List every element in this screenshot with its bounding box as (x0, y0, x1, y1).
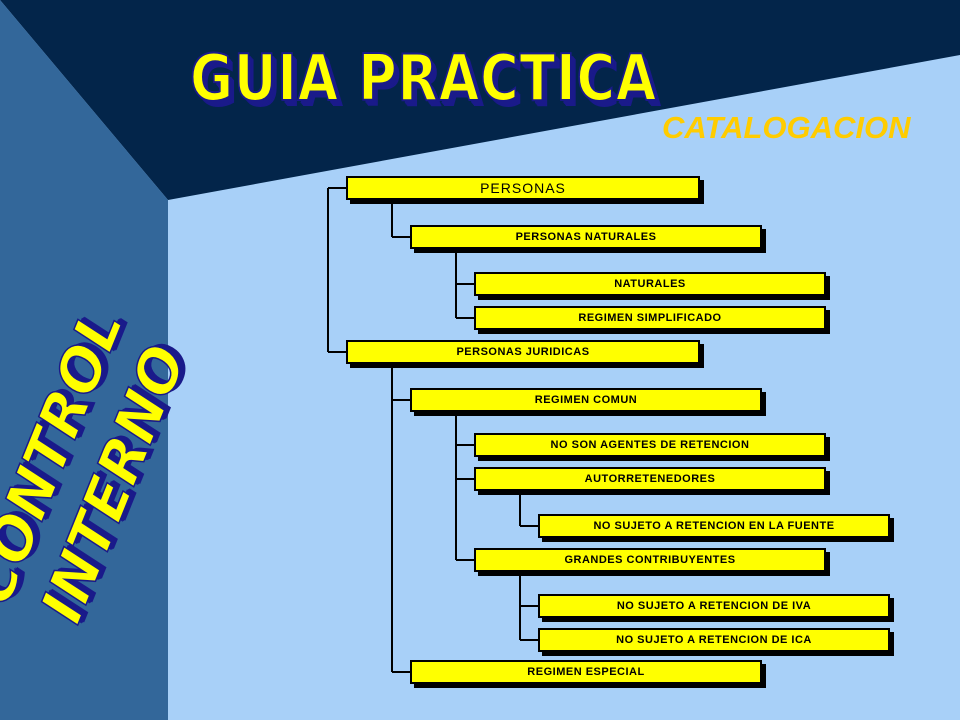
node-no-retencion-ica: NO SUJETO A RETENCION DE ICA (538, 628, 890, 652)
node-regimen-especial: REGIMEN ESPECIAL (410, 660, 762, 684)
main-title: GUIA PRACTICA (189, 41, 658, 117)
node-naturales: NATURALES (474, 272, 826, 296)
node-grandes-contribuyentes: GRANDES CONTRIBUYENTES (474, 548, 826, 572)
node-regimen-comun: REGIMEN COMUN (410, 388, 762, 412)
node-personas-juridicas: PERSONAS JURIDICAS (346, 340, 700, 364)
left-side-panel (0, 0, 168, 720)
node-personas: PERSONAS (346, 176, 700, 200)
node-regimen-simplificado: REGIMEN SIMPLIFICADO (474, 306, 826, 330)
node-no-retencion-iva: NO SUJETO A RETENCION DE IVA (538, 594, 890, 618)
subtitle: CATALOGACION (662, 110, 911, 145)
node-personas-naturales: PERSONAS NATURALES (410, 225, 762, 249)
node-no-agentes-retencion: NO SON AGENTES DE RETENCION (474, 433, 826, 457)
dark-header-band (0, 0, 960, 200)
node-autorretenedores: AUTORRETENEDORES (474, 467, 826, 491)
node-no-retencion-fuente: NO SUJETO A RETENCION EN LA FUENTE (538, 514, 890, 538)
